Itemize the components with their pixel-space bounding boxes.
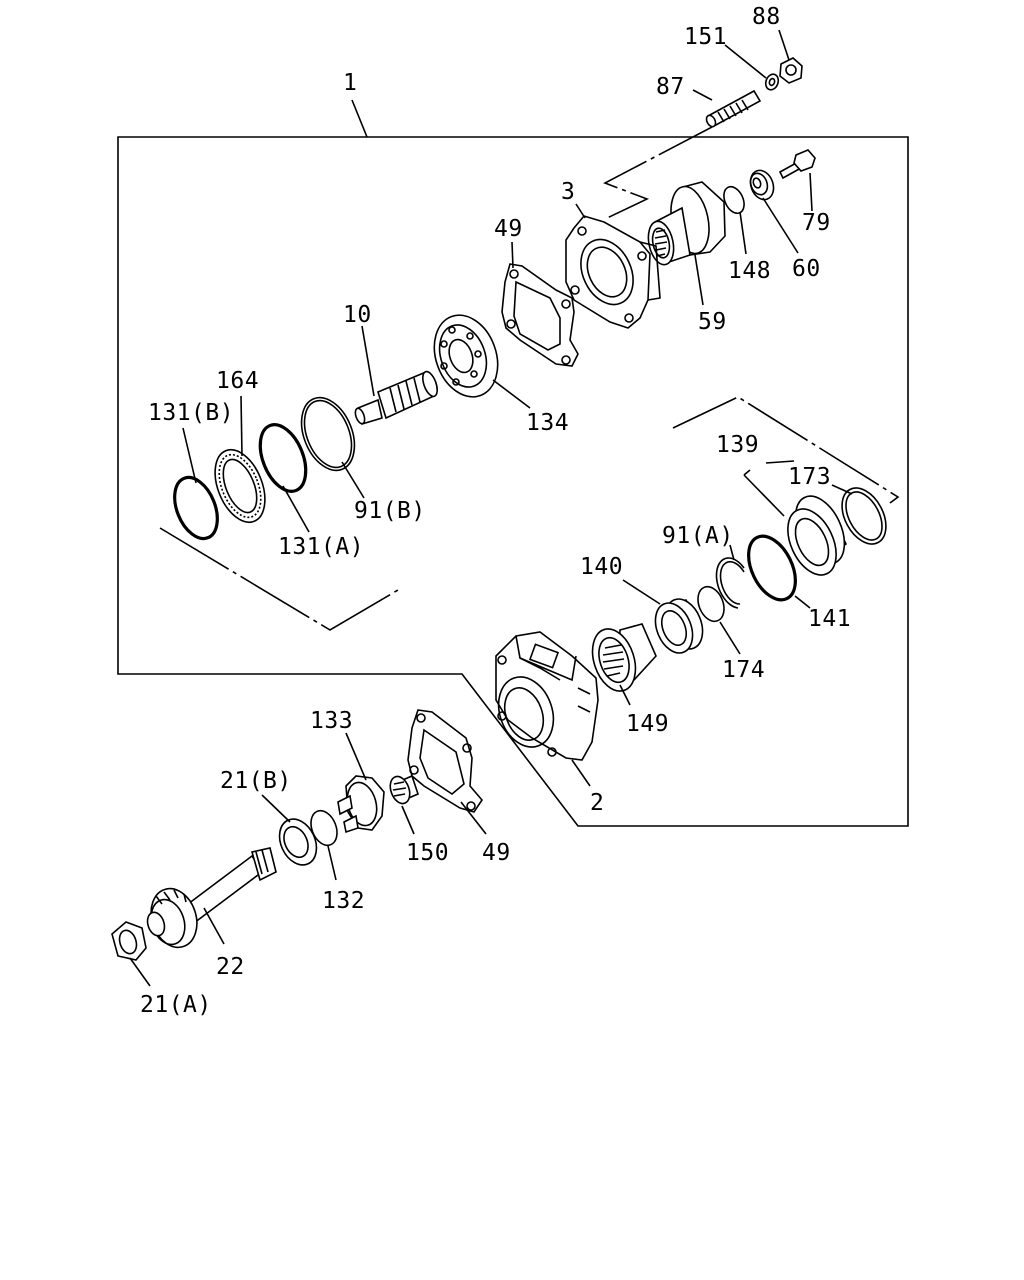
part-174-o-ring: [697, 585, 725, 623]
callout-labels: 1 88 151 87 79 60 148 59 3 49 10 134 164…: [140, 4, 851, 1018]
part-91a-snap-ring: [715, 557, 745, 609]
part-2-housing: [495, 631, 599, 761]
part-149-roller-bearing: [591, 623, 657, 692]
part-141-o-ring: [747, 534, 797, 602]
callout-59: 59: [698, 309, 727, 335]
part-87-stud: [705, 89, 762, 128]
callout-131a: 131(A): [278, 534, 364, 560]
callout-173: 173: [788, 464, 831, 490]
callout-148: 148: [728, 258, 771, 284]
part-91b-snap-ring: [300, 396, 356, 472]
callout-79: 79: [802, 210, 831, 236]
part-79-bolt: [778, 149, 816, 180]
part-3-retainer: [565, 215, 661, 329]
callout-49-lower: 49: [482, 840, 511, 866]
callout-151: 151: [684, 24, 727, 50]
part-21a-bearing: [111, 921, 147, 961]
part-59-flange-sleeve: [647, 181, 726, 266]
callout-150: 150: [406, 840, 449, 866]
callout-134: 134: [526, 410, 569, 436]
part-21b-bearing: [278, 818, 318, 866]
callout-10: 10: [343, 302, 372, 328]
callout-132: 132: [322, 888, 365, 914]
part-133-gear: [337, 775, 385, 834]
callout-131b: 131(B): [148, 400, 234, 426]
part-60-nut-washer: [749, 169, 775, 201]
callout-164: 164: [216, 368, 259, 394]
callout-140: 140: [580, 554, 623, 580]
part-164-needle-cage: [214, 449, 266, 523]
callout-141: 141: [808, 606, 851, 632]
callout-21a: 21(A): [140, 992, 212, 1018]
callout-149: 149: [626, 711, 669, 737]
callout-88: 88: [752, 4, 781, 30]
callout-49-upper: 49: [494, 216, 523, 242]
part-134-ball-bearing: [433, 314, 499, 398]
part-140-bearing-race: [654, 598, 704, 654]
part-10-splined-shaft: [354, 370, 438, 426]
callout-1: 1: [343, 70, 357, 96]
callout-87: 87: [656, 74, 685, 100]
callout-133: 133: [310, 708, 353, 734]
part-88-nut: [779, 57, 803, 84]
dashed-leaders: [159, 126, 900, 631]
part-131b-snap-ring: [173, 475, 219, 541]
part-151-washer: [764, 73, 780, 91]
part-49-gasket-lower: [407, 709, 484, 813]
callout-3: 3: [561, 179, 575, 205]
callout-60: 60: [792, 256, 821, 282]
part-150-needle-bearing: [389, 774, 419, 805]
callout-91b: 91(B): [354, 498, 426, 524]
callout-leaders: [129, 29, 853, 987]
part-139-bearing-cup: [787, 495, 848, 576]
part-22-gear-shaft: [146, 847, 277, 949]
assembly-frame: [117, 99, 909, 827]
callout-139: 139: [716, 432, 759, 458]
callout-2: 2: [590, 790, 604, 816]
callout-91a: 91(A): [662, 523, 734, 549]
part-131a-snap-ring: [258, 423, 308, 493]
part-49-gasket-upper: [501, 263, 579, 367]
callout-22: 22: [216, 954, 245, 980]
callout-174: 174: [722, 657, 765, 683]
callout-21b: 21(B): [220, 768, 292, 794]
